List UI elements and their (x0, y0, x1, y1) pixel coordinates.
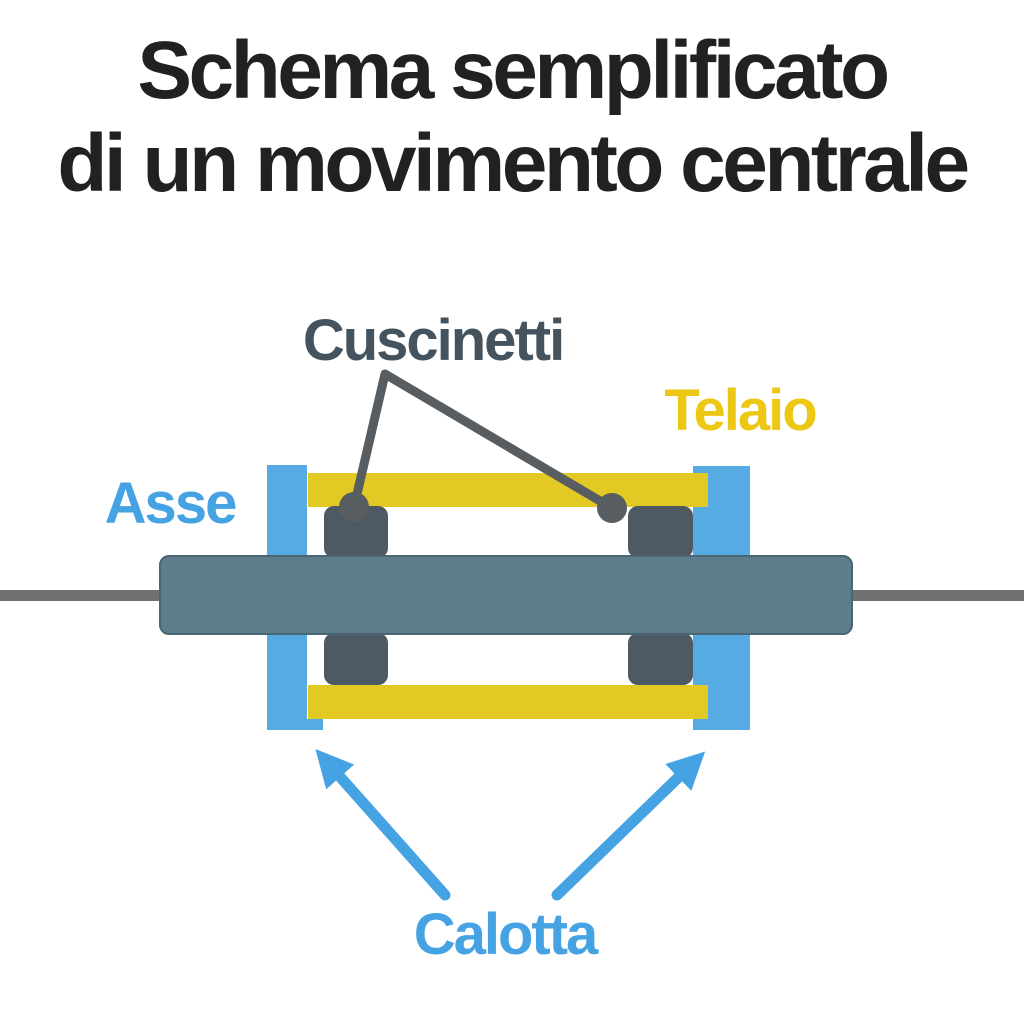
axle-body (159, 555, 853, 635)
frame-bar-top (308, 473, 708, 507)
bearing-top-right (628, 506, 693, 558)
label-cuscinetti: Cuscinetti (303, 308, 563, 373)
label-calotta: Calotta (414, 902, 599, 967)
bearing-bottom-left (324, 633, 388, 685)
bearing-bottom-right (628, 633, 693, 685)
cup-left-lip (305, 719, 323, 730)
calotta-arrow-right (551, 751, 706, 901)
title-line-2: di un movimento centrale (57, 118, 970, 210)
bearing-top-left (324, 506, 388, 558)
label-telaio: Telaio (664, 378, 816, 443)
cuscinetti-dot-right (597, 493, 627, 523)
frame-bar-bottom (308, 685, 708, 719)
title-line-1: Schema semplificato (137, 25, 890, 116)
cuscinetti-pointer-lines (349, 369, 617, 513)
calotta-arrow-left (315, 749, 451, 901)
cuscinetti-dot-left (339, 492, 369, 522)
label-asse: Asse (105, 471, 236, 536)
page-title: Schema semplificato di un movimento cent… (0, 24, 1024, 211)
